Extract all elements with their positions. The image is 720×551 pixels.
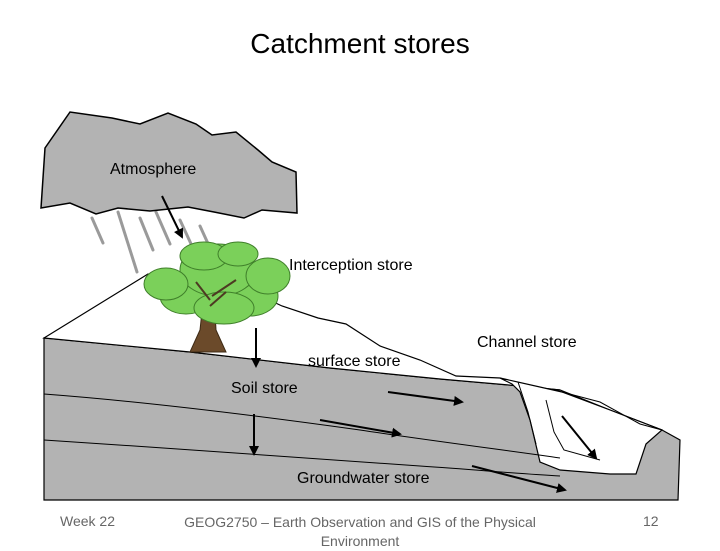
arrows: [161, 195, 598, 493]
atmosphere-cloud: [40, 111, 298, 219]
arrow-groundwater-flow: [471, 465, 567, 493]
label-atmosphere: Atmosphere: [110, 161, 197, 178]
footer-page-number: 12: [643, 513, 659, 529]
label-surface-store: surface store: [308, 353, 401, 370]
slide-title: Catchment stores: [250, 28, 470, 59]
channel-valley: [499, 377, 664, 475]
arrow-channel-flow: [561, 415, 598, 460]
label-channel-store: Channel store: [477, 334, 577, 351]
footer-week: Week 22: [60, 513, 115, 529]
soil-layer-line: [43, 393, 561, 459]
arrow-soil-flow: [319, 419, 402, 438]
arrow-surface-flow: [387, 391, 464, 406]
label-interception-store: Interception store: [289, 257, 413, 274]
footer-course: GEOG2750 – Earth Observation and GIS of …: [184, 514, 536, 549]
label-soil-store: Soil store: [231, 380, 298, 397]
tree: [143, 241, 291, 353]
label-groundwater-store: Groundwater store: [297, 470, 430, 487]
arrow-atmosphere-to-tree: [161, 195, 183, 239]
